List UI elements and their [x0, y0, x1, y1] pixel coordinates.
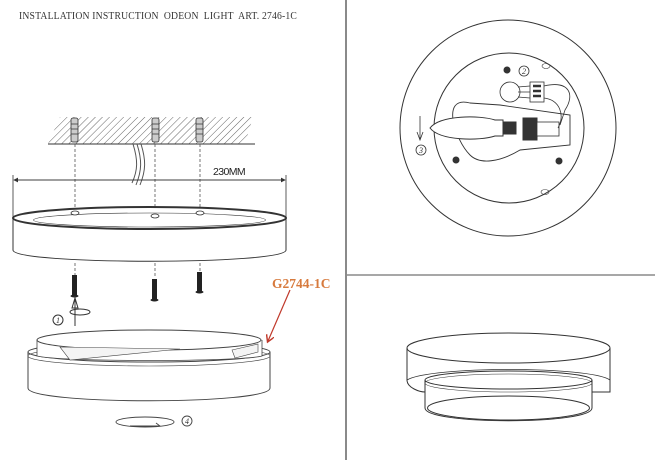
panel-dividers — [345, 0, 655, 460]
dimension-label: 230MM — [213, 166, 246, 178]
ceiling-hatch — [48, 117, 255, 145]
step-1-marker: 1 — [56, 316, 60, 325]
lamp-bottom-view — [399, 19, 617, 237]
step-2-marker-group — [518, 65, 530, 77]
wall-anchor-icons — [70, 117, 204, 143]
step-3-marker: 3 — [418, 146, 423, 155]
rotate-arrow-icon — [115, 415, 193, 428]
dimension-line — [12, 175, 287, 220]
power-wires — [131, 143, 146, 186]
page-title: INSTALLATION INSTRUCTION ODEON LIGHT ART… — [19, 11, 298, 22]
step-4-marker: 4 — [185, 417, 189, 426]
part-pointer-arrow — [268, 289, 291, 341]
mounting-clip-icon — [52, 296, 91, 326]
step-2-marker: 2 — [522, 67, 526, 76]
screw-icons — [70, 272, 204, 302]
assembled-lamp — [406, 332, 611, 422]
part-number-label: G2744-1C — [272, 276, 331, 291]
bulb-insert-arrow-icon — [415, 116, 427, 156]
diffuser-assembly — [27, 329, 271, 402]
base-disc — [12, 206, 287, 262]
